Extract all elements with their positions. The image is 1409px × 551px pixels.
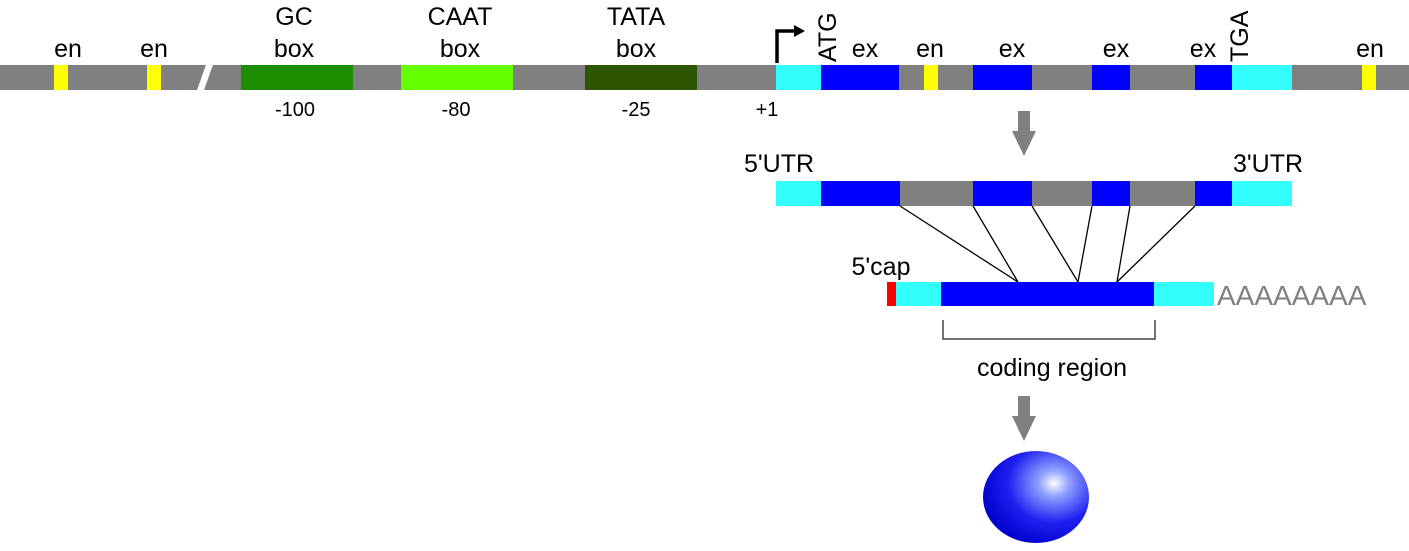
exon-label-3: ex xyxy=(1103,35,1130,63)
caat-box-label-line1: CAAT xyxy=(428,3,493,31)
utr-3-gene xyxy=(1232,65,1292,90)
coding-region-bracket xyxy=(942,320,1156,340)
enhancer-label-4: en xyxy=(1356,35,1384,63)
tata-box-position: -25 xyxy=(622,99,651,121)
down-arrow-icon xyxy=(1012,111,1036,156)
primary-transcript xyxy=(776,181,1292,206)
start-position: +1 xyxy=(756,99,779,121)
tata-box xyxy=(585,65,697,90)
cap-label: 5'cap xyxy=(852,253,911,281)
dna-backbone xyxy=(0,65,1409,90)
enhancer-4 xyxy=(1362,65,1376,90)
mrna-utr-3 xyxy=(1154,282,1214,306)
exon-1 xyxy=(821,65,899,90)
transcript-utr-5 xyxy=(776,181,821,206)
transcript-intron-2 xyxy=(1032,181,1092,206)
utr-5-label: 5'UTR xyxy=(744,150,814,178)
transcript-exon-4 xyxy=(1195,181,1232,206)
down-arrow-icon xyxy=(1012,396,1036,441)
exon-label-4: ex xyxy=(1190,35,1217,63)
enhancer-label-2: en xyxy=(140,35,168,63)
exon-3 xyxy=(1092,65,1130,90)
caat-box xyxy=(401,65,513,90)
transcript-exon-3 xyxy=(1092,181,1130,206)
exon-label-1: ex xyxy=(852,35,879,63)
stop-codon-label: TGA xyxy=(1226,10,1254,62)
exon-4 xyxy=(1195,65,1232,90)
enhancer-label-3: en xyxy=(916,35,944,63)
transcript-intron-1 xyxy=(900,181,973,206)
start-codon-label: ATG xyxy=(814,12,842,62)
coding-region-label: coding region xyxy=(977,354,1127,382)
splicing-lines xyxy=(899,205,1196,283)
transcript-utr-3 xyxy=(1232,181,1292,206)
enhancer-label-1: en xyxy=(54,35,82,63)
mature-mrna xyxy=(887,282,1214,306)
enhancer-2 xyxy=(147,65,161,90)
mrna-cap xyxy=(887,282,896,306)
tata-box-label-line1: TATA xyxy=(607,3,666,31)
transcript-intron-3 xyxy=(1130,181,1195,206)
transcription-start-arrow-icon xyxy=(775,25,805,63)
dna-break-mark xyxy=(196,62,214,93)
enhancer-1 xyxy=(54,65,68,90)
protein-sphere-icon xyxy=(983,451,1089,543)
mrna-coding-block xyxy=(941,282,1154,306)
transcript-exon-1 xyxy=(821,181,900,206)
gc-box xyxy=(241,65,353,90)
exon-label-2: ex xyxy=(999,35,1026,63)
utr-3-label: 3'UTR xyxy=(1233,150,1303,178)
polya-tail: AAAAAAAA xyxy=(1217,280,1367,311)
caat-box-label-line2: box xyxy=(440,35,481,63)
exon-2 xyxy=(973,65,1032,90)
mrna-utr-5 xyxy=(896,282,941,306)
enhancer-3 xyxy=(924,65,938,90)
gc-box-label-line1: GC xyxy=(275,3,313,31)
gc-box-position: -100 xyxy=(275,99,315,121)
gc-box-label-line2: box xyxy=(274,35,315,63)
tata-box-label-line2: box xyxy=(616,35,657,63)
gene-strand xyxy=(0,62,1409,93)
caat-box-position: -80 xyxy=(442,99,471,121)
transcript-exon-2 xyxy=(973,181,1032,206)
utr-5-gene xyxy=(776,65,821,90)
